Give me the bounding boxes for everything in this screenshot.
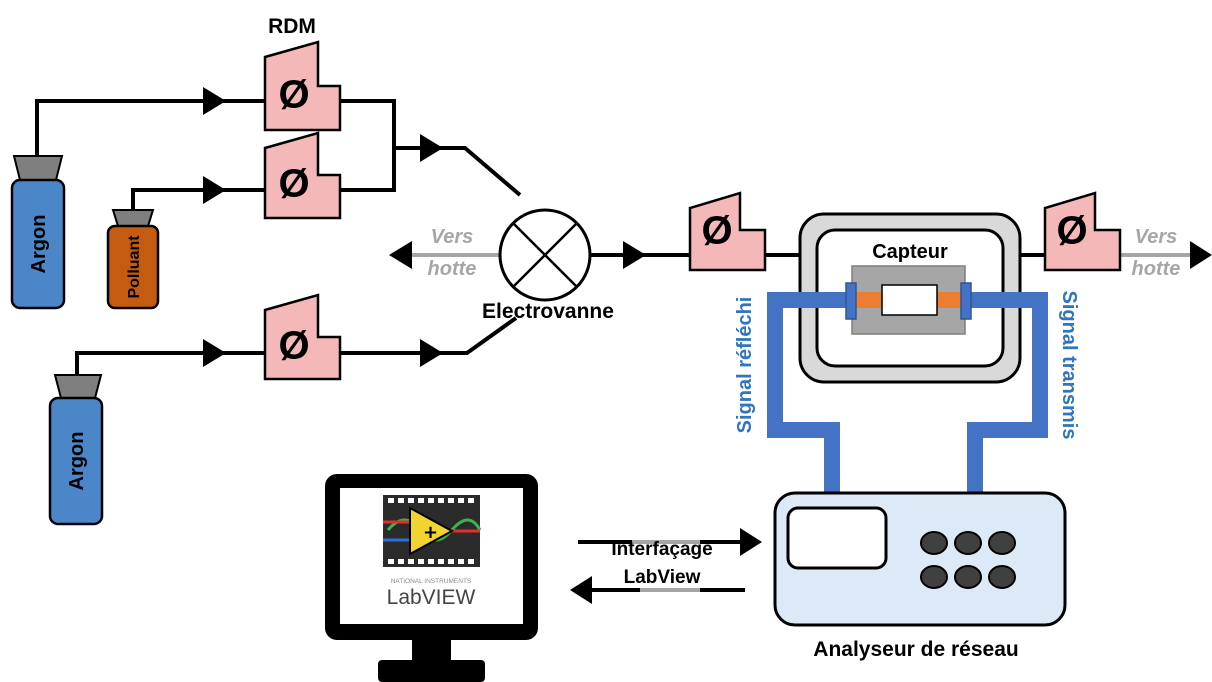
bottle-polluant: Polluant	[106, 209, 160, 310]
labview-logo: +	[383, 495, 482, 567]
network-analyzer	[773, 491, 1067, 627]
electrovanne	[498, 208, 592, 302]
rdm-5-symbol: Ø	[1056, 209, 1087, 253]
argon-top-label: Argon	[28, 215, 50, 274]
rdm-1	[263, 40, 342, 132]
line-merge	[340, 99, 396, 192]
signal-cables	[767, 292, 1048, 495]
rdm-1-symbol: Ø	[278, 73, 309, 117]
rdm-4-symbol: Ø	[701, 209, 732, 253]
labview-text: LabVIEW	[387, 586, 476, 609]
rdm-5	[1043, 191, 1122, 272]
arrow-polluant	[203, 176, 226, 204]
rdm-4	[688, 191, 767, 272]
ni-text: NATIONAL INSTRUMENTS	[391, 578, 472, 585]
arrow-vers-hotte-left	[389, 241, 412, 269]
bottle-argon-bottom: Argon	[48, 374, 104, 526]
interfacage-label-1: Interfaçage	[611, 539, 712, 560]
signal-reflechi-label: Signal réfléchi	[734, 297, 756, 434]
vers-hotte-right-1: Vers	[1135, 226, 1178, 248]
line-bottom-out	[340, 316, 518, 355]
rdm-controllers	[263, 40, 1122, 381]
cable-reflechi	[767, 292, 852, 495]
rdm-2	[263, 131, 342, 220]
arrow-merge	[420, 134, 443, 162]
gas-lines	[35, 99, 1045, 375]
capteur-chamber	[798, 212, 1022, 384]
signal-transmis-label: Signal transmis	[1058, 291, 1080, 440]
bottle-argon-top: Argon	[10, 155, 66, 310]
rdm-3-symbol: Ø	[278, 324, 309, 368]
line-argon-bottom	[75, 351, 265, 375]
interface-arrows	[570, 528, 762, 604]
cable-connectors	[845, 282, 972, 320]
line-merge-out	[394, 146, 522, 197]
rdm-2-symbol: Ø	[278, 162, 309, 206]
arrow-bottom-merge	[420, 339, 443, 367]
arrow-argon-top	[203, 87, 226, 115]
cable-transmis	[965, 292, 1048, 495]
capteur-label: Capteur	[872, 241, 948, 263]
polluant-label: Polluant	[126, 235, 143, 299]
rdm-symbols: Ø Ø Ø Ø Ø	[278, 73, 1087, 368]
vers-hotte-right-2: hotte	[1132, 258, 1181, 280]
rdm-label: RDM	[268, 15, 316, 38]
arrow-valve-out	[623, 241, 646, 269]
flow-arrows	[203, 87, 1212, 367]
line-polluant	[131, 188, 265, 210]
arrow-vers-hotte-right	[1190, 241, 1212, 269]
arrow-argon-bottom	[203, 339, 226, 367]
vers-hotte-left-1: Vers	[431, 226, 474, 248]
line-argon-top	[35, 99, 265, 162]
electrovanne-label: Electrovanne	[482, 300, 614, 323]
svg-text:+: +	[423, 522, 438, 543]
interfacage-label-2: LabView	[624, 567, 701, 588]
rdm-3	[263, 293, 342, 381]
vers-hotte-left-2: hotte	[428, 258, 477, 280]
argon-bottom-label: Argon	[66, 432, 88, 491]
analyseur-label: Analyseur de réseau	[813, 638, 1018, 661]
analyzer-knobs	[920, 531, 1016, 589]
